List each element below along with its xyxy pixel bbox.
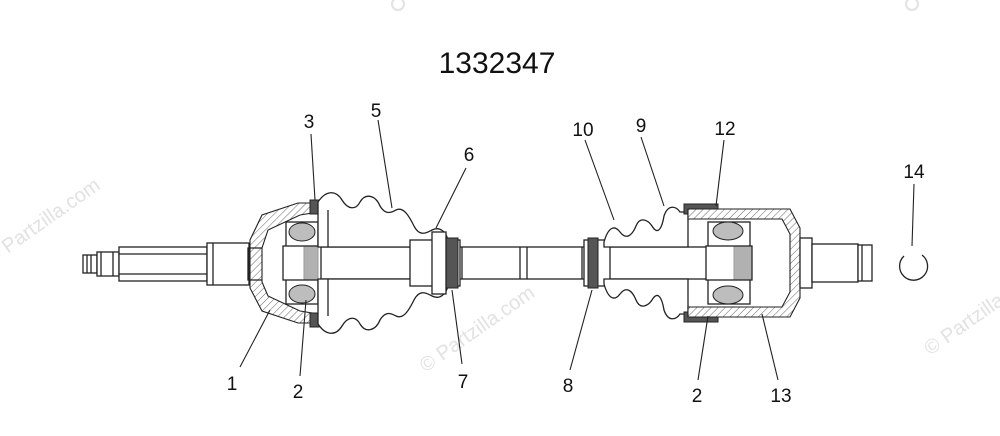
callout-2-left: 2 — [293, 382, 304, 403]
callout-12: 12 — [714, 119, 735, 140]
callout-10: 10 — [572, 120, 593, 141]
callout-5: 5 — [371, 101, 382, 122]
right-inner-joint — [705, 221, 753, 305]
center-shaft — [299, 246, 741, 280]
callout-9: 9 — [636, 116, 647, 137]
left-stub-shaft — [118, 242, 250, 286]
right-boot-small-clamp — [583, 237, 611, 289]
right-boot — [603, 206, 689, 320]
leader-lines — [239, 119, 915, 381]
callout-14: 14 — [903, 162, 925, 183]
left-inner-joint — [282, 221, 322, 305]
callout-3: 3 — [304, 112, 315, 133]
left-boot — [317, 192, 449, 334]
watermark-mark-top — [391, 0, 405, 11]
callout-13: 13 — [770, 386, 791, 407]
callout-7: 7 — [458, 372, 469, 393]
callout-8: 8 — [563, 376, 574, 397]
circlip — [898, 254, 929, 281]
watermark-right: © Partzilla.com — [920, 264, 1000, 359]
callout-labels: 1 2 3 5 6 7 8 10 9 12 2 13 14 — [227, 101, 925, 407]
axle-drawing — [82, 192, 929, 334]
right-cv-housing — [687, 208, 813, 318]
right-stub-shaft — [811, 243, 873, 283]
left-threaded-tip — [82, 251, 120, 277]
callout-6: 6 — [464, 145, 475, 166]
part-number-title: 1332347 — [439, 47, 556, 80]
left-boot-small-clamp — [409, 231, 461, 295]
left-cv-housing — [247, 202, 313, 324]
callout-2-right: 2 — [692, 386, 703, 407]
callout-1: 1 — [227, 374, 238, 395]
watermark-mark-top-right — [905, 0, 919, 11]
